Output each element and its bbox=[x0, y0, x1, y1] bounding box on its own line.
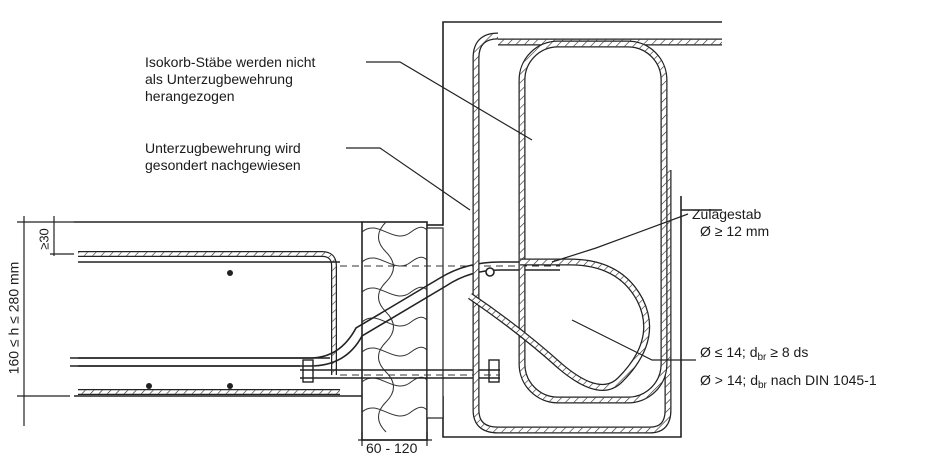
bend-rule-1: Ø ≤ 14; dbr ≥ 8 ds bbox=[700, 341, 877, 369]
isokorb-loop-bar bbox=[468, 258, 651, 391]
bend-rule-2-sub: br bbox=[757, 380, 767, 391]
dimension-cover: ≥30 bbox=[34, 222, 54, 256]
bend-rule-1-sub: br bbox=[757, 352, 767, 363]
bend-rule-2-prefix: Ø > 14; d bbox=[700, 372, 758, 388]
bend-rule-1-suffix: ≥ 8 ds bbox=[766, 344, 809, 360]
callout-isokorb-line-3: herangezogen bbox=[145, 88, 235, 104]
bend-rule-2: Ø > 14; dbr nach DIN 1045-1 bbox=[700, 369, 877, 397]
callout-zulage-line-2: Ø ≥ 12 mm bbox=[700, 223, 770, 239]
dimension-slab-height: 160 ≤ h ≤ 280 mm bbox=[4, 213, 24, 423]
beam-stirrup-inner bbox=[518, 40, 668, 404]
slab-top-bar bbox=[78, 251, 337, 375]
callout-isokorb-line-1: Isokorb-Stäbe werden nicht bbox=[145, 54, 316, 70]
callout-beam-reinforcement: Unterzugbewehrung wird gesondert nachgew… bbox=[145, 140, 301, 174]
dimension-lines bbox=[17, 216, 432, 446]
callout-isokorb-line-2: als Unterzugbewehrung bbox=[145, 71, 293, 87]
isokorb-tension-bar bbox=[70, 261, 560, 367]
callout-unterzug-line-2: gesondert nachgewiesen bbox=[145, 157, 301, 173]
slab-outline bbox=[74, 221, 362, 397]
callout-additional-bar: Zulagestab Ø ≥ 12 mm bbox=[692, 206, 769, 240]
zulagestab-dot bbox=[485, 267, 495, 277]
dimension-slab-height-text: 160 ≤ h ≤ 280 mm bbox=[5, 261, 22, 375]
dimension-cover-text: ≥30 bbox=[36, 228, 52, 250]
bend-rule-1-prefix: Ø ≤ 14; d bbox=[700, 344, 758, 360]
slab-dots bbox=[146, 270, 233, 389]
slab-inner-bars bbox=[78, 261, 340, 367]
dimension-insulation-width: 60 - 120 bbox=[366, 440, 418, 456]
beam-stirrup-outer bbox=[472, 32, 672, 434]
callout-bending-diameter: Ø ≤ 14; dbr ≥ 8 ds Ø > 14; dbr nach DIN … bbox=[700, 341, 877, 397]
bend-rule-2-suffix: nach DIN 1045-1 bbox=[766, 372, 877, 388]
callout-isokorb-bars: Isokorb-Stäbe werden nicht als Unterzugb… bbox=[145, 54, 315, 105]
insulation-block bbox=[361, 221, 444, 441]
callout-zulage-line-1: Zulagestab bbox=[692, 206, 762, 222]
isokorb-compression-bar bbox=[300, 359, 500, 383]
callout-unterzug-line-1: Unterzugbewehrung wird bbox=[145, 140, 301, 156]
leader-lines bbox=[346, 61, 696, 361]
